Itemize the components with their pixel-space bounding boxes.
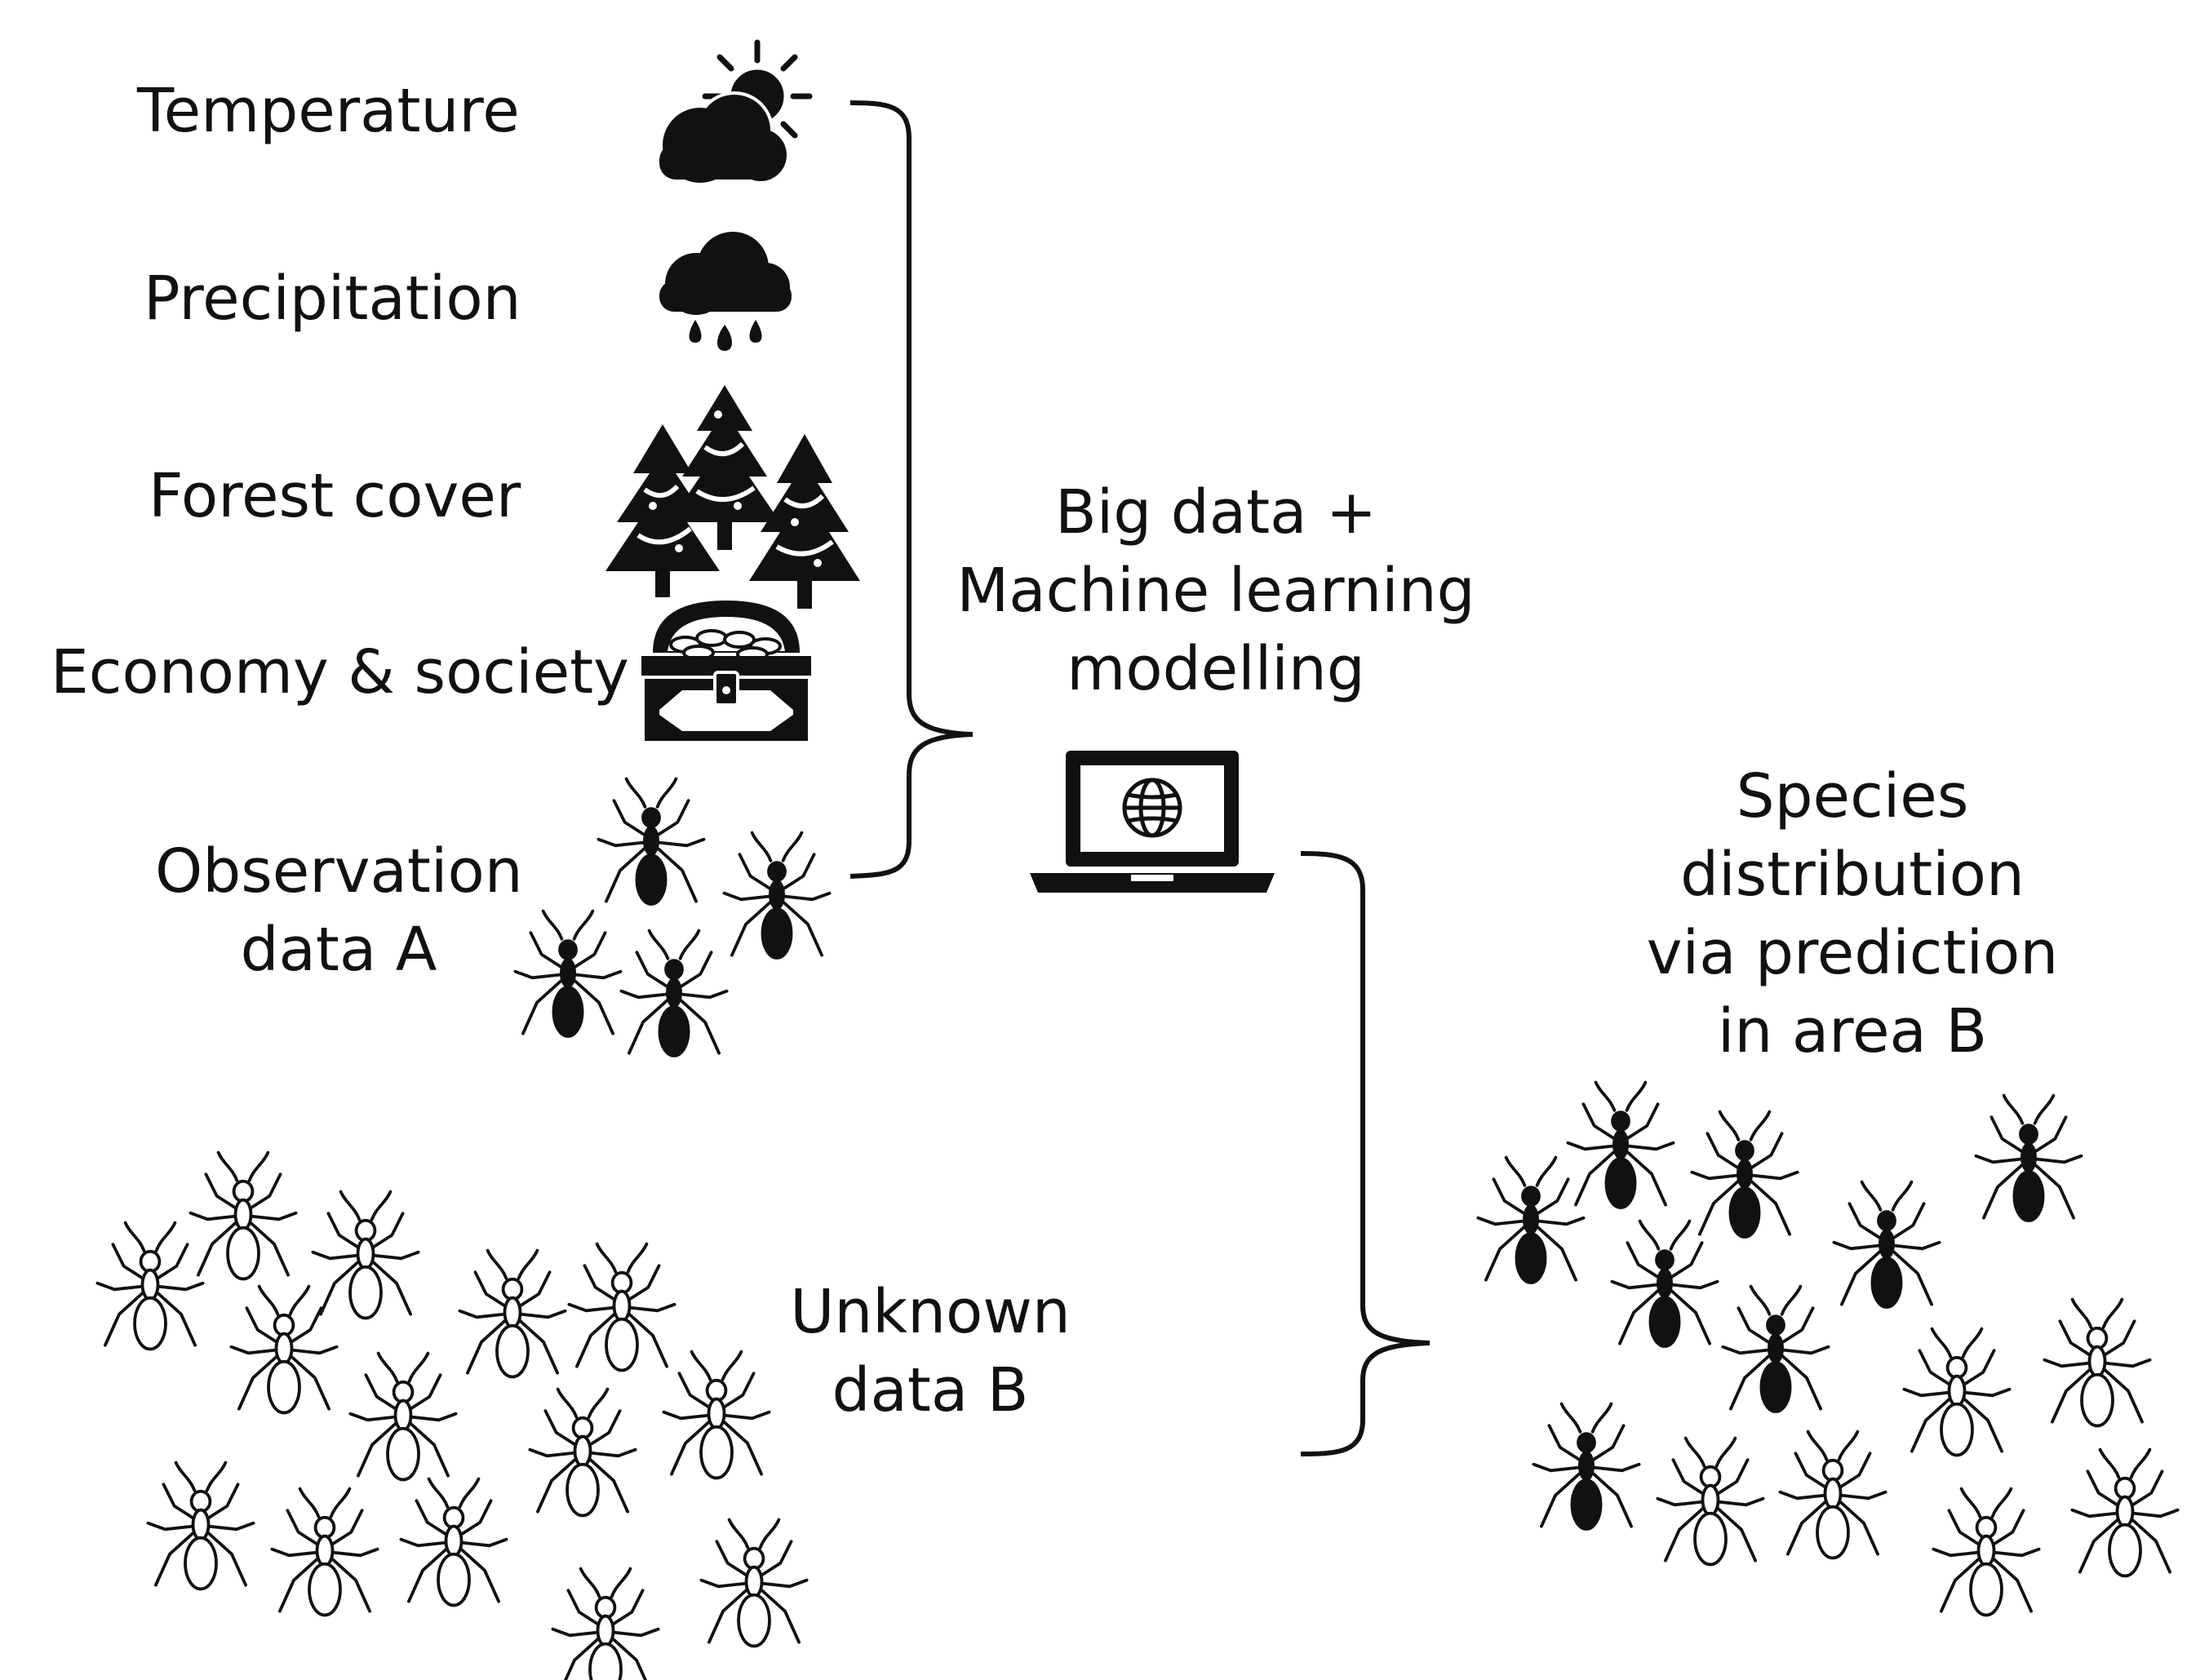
model-line-3: modelling	[1067, 634, 1365, 704]
ant-outline-icon	[348, 1351, 458, 1482]
unknown-species-group	[95, 1150, 809, 1680]
ant-filled-icon	[1476, 1155, 1586, 1286]
ant-outline-icon	[2070, 1447, 2180, 1578]
prediction-bracket	[1300, 851, 1431, 1456]
model-line-2: Machine learning	[956, 556, 1475, 626]
result-line-4: in area B	[1717, 996, 1988, 1066]
ant-filled-icon	[722, 831, 832, 961]
rain-cloud-icon	[659, 232, 792, 351]
observation-data-label: Observation data A	[155, 832, 523, 989]
ant-outline-icon	[458, 1248, 567, 1379]
observation-line-1: Observation	[155, 836, 523, 906]
precipitation-label: Precipitation	[144, 264, 521, 334]
economy-society-label: Economy & society	[51, 637, 629, 707]
ant-filled-icon	[1566, 1080, 1675, 1211]
ant-outline-icon	[146, 1461, 255, 1591]
pine-trees-icon	[605, 385, 860, 609]
treasure-chest-icon	[641, 601, 811, 741]
ant-filled-icon	[513, 909, 623, 1039]
ant-outline-icon	[399, 1477, 508, 1607]
ant-filled-icon	[1690, 1110, 1799, 1240]
forest-cover-label: Forest cover	[149, 461, 521, 531]
ant-outline-icon	[311, 1190, 420, 1320]
unknown-line-2: data B	[832, 1355, 1029, 1425]
laptop-globe-icon	[1030, 751, 1275, 893]
ant-outline-icon	[189, 1150, 298, 1281]
ant-filled-icon	[1532, 1402, 1641, 1532]
temperature-label: Temperature	[137, 76, 520, 146]
result-line-3: via prediction	[1646, 918, 2059, 988]
model-line-1: Big data +	[1054, 477, 1377, 547]
ant-outline-icon	[95, 1221, 205, 1351]
result-line-1: Species	[1736, 761, 1969, 831]
ant-outline-icon	[2043, 1297, 2152, 1428]
unknown-data-label: Unknown data B	[767, 1273, 1093, 1430]
ant-filled-icon	[597, 777, 706, 907]
ant-outline-icon	[1902, 1327, 2012, 1457]
ant-filled-icon	[1721, 1284, 1830, 1415]
ant-outline-icon	[270, 1487, 379, 1617]
ant-outline-icon	[528, 1387, 637, 1518]
ant-outline-icon	[567, 1242, 676, 1372]
ant-outline-icon	[1778, 1430, 1887, 1560]
ant-filled-icon	[1832, 1180, 1941, 1310]
model-label: Big data + Machine learning modelling	[947, 473, 1485, 708]
sun-cloud-icon	[656, 39, 813, 186]
ant-filled-icon	[1974, 1093, 2083, 1224]
result-line-2: distribution	[1680, 840, 2025, 910]
observation-line-2: data A	[240, 915, 437, 985]
observed-species-group	[513, 777, 832, 1059]
ant-outline-icon	[1656, 1436, 1765, 1567]
ant-filled-icon	[619, 929, 729, 1059]
ant-outline-icon	[551, 1567, 660, 1680]
ant-outline-icon	[662, 1350, 771, 1480]
ant-filled-icon	[1610, 1219, 1719, 1350]
predicted-species-group	[1476, 1080, 2180, 1617]
unknown-line-1: Unknown	[790, 1277, 1071, 1347]
inputs-bracket	[849, 100, 974, 879]
ant-outline-icon	[699, 1518, 809, 1648]
ant-outline-icon	[1932, 1487, 2041, 1617]
ant-outline-icon	[229, 1284, 339, 1415]
species-distribution-label: Species distribution via prediction in a…	[1624, 757, 2081, 1071]
